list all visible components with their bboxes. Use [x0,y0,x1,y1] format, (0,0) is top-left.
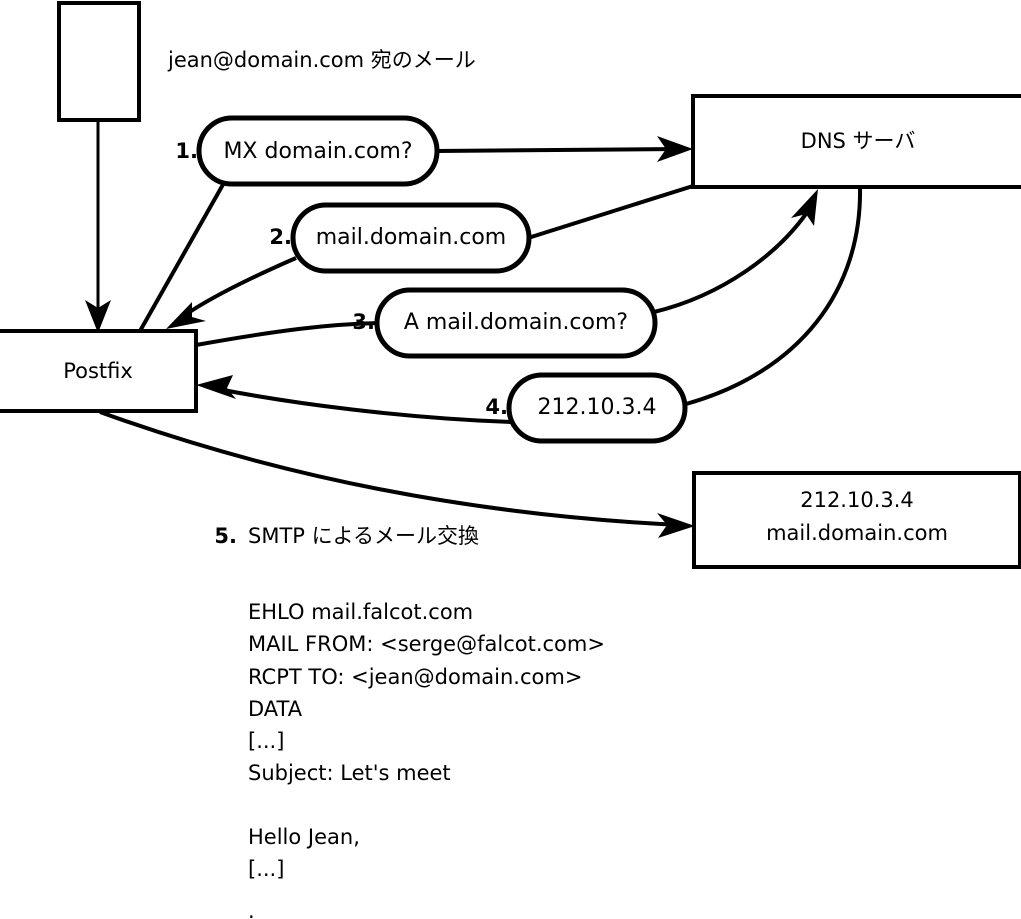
step-2-number: 2. [269,225,292,249]
transcript-line-5: Subject: Let's meet [248,761,451,785]
step-5-number: 5. [214,524,237,548]
edge-client-to-postfix [85,120,111,333]
step-4-number: 4. [485,395,508,419]
step-3-bubble[interactable]: 3. A mail.domain.com? [352,287,658,359]
edge-postfix-to-mailserver [99,410,695,538]
step-4-bubble[interactable]: 4. 212.10.3.4 [485,372,688,444]
step-1-bubble[interactable]: 1. MX domain.com? [175,115,440,187]
transcript-line-2: RCPT TO: <jean@domain.com> [248,665,582,689]
step-3-label: A mail.domain.com? [404,310,628,335]
step-5-label: SMTP によるメール交換 [248,524,479,548]
node-mailserver-hostname: mail.domain.com [766,521,948,545]
node-dns-label: DNS サーバ [801,129,916,153]
transcript-line-7: Hello Jean, [248,825,360,849]
step-4-label: 212.10.3.4 [538,395,657,420]
node-dns-box[interactable]: DNS サーバ [691,94,1021,189]
transcript-line-8: [...] [248,857,284,881]
edge-postfix-to-step1 [138,180,227,332]
transcript-line-3: DATA [248,697,303,721]
edge-dns-to-step4 [685,186,863,406]
step-1-label: MX domain.com? [223,139,412,164]
step-3-number: 3. [352,310,375,334]
node-mailserver-ip: 212.10.3.4 [800,488,914,512]
smtp-transcript: EHLO mail.falcot.com MAIL FROM: <serge@f… [248,600,605,919]
transcript-line-1: MAIL FROM: <serge@falcot.com> [248,632,605,656]
node-client-box[interactable] [57,1,141,122]
edge-dns-to-step2 [527,184,694,240]
transcript-line-9: . [248,899,255,919]
step-2-label: mail.domain.com [316,225,507,250]
edge-step3-to-dns [653,189,818,314]
node-mailserver-box[interactable]: 212.10.3.4 mail.domain.com [692,471,1021,569]
mail-destination-note: jean@domain.com 宛のメール [167,48,476,72]
step-2-bubble[interactable]: 2. mail.domain.com [269,202,532,274]
node-postfix-label: Postfix [63,359,133,383]
edge-step1-to-dns [436,136,693,162]
edge-postfix-to-step3 [195,321,381,347]
transcript-line-4: [...] [248,729,284,753]
node-postfix-box[interactable]: Postfix [0,329,198,413]
step-1-number: 1. [175,139,198,163]
edge-step2-to-postfix [166,256,297,329]
edge-step4-to-postfix [196,375,513,424]
transcript-line-0: EHLO mail.falcot.com [248,600,473,624]
